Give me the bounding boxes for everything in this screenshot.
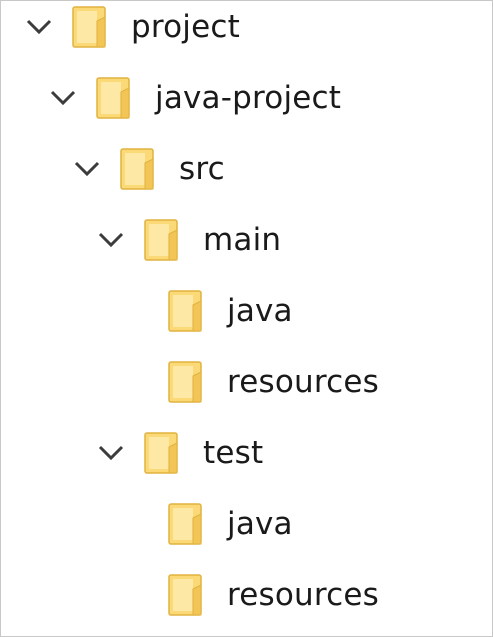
tree-item-label: resources [227,577,380,613]
folder-icon [95,74,135,122]
tree-item-resources[interactable]: resources [115,565,379,625]
chevron-down-icon[interactable] [43,78,83,118]
chevron-down-icon[interactable] [91,220,131,260]
tree-item-resources[interactable]: resources [115,352,379,412]
tree-item-label: java [227,293,293,329]
folder-icon [71,3,111,51]
chevron-down-icon[interactable] [67,149,107,189]
chevron-placeholder [115,362,155,402]
chevron-placeholder [115,504,155,544]
tree-item-java[interactable]: java [115,494,293,554]
chevron-placeholder [115,291,155,331]
tree-item-java-project[interactable]: java-project [43,68,341,128]
chevron-placeholder [115,575,155,615]
tree-item-project[interactable]: project [19,0,240,57]
tree-item-main[interactable]: main [91,210,281,270]
tree-item-test[interactable]: test [91,423,263,483]
folder-icon [167,571,207,619]
tree-item-src[interactable]: src [67,139,225,199]
tree-item-label: java-project [155,80,342,116]
tree-item-label: resources [227,364,380,400]
tree-item-label: project [131,9,240,45]
folder-icon [167,287,207,335]
tree-item-label: test [203,435,264,471]
folder-icon [143,216,183,264]
tree-item-label: src [179,151,225,187]
folder-icon [167,358,207,406]
tree-item-label: java [227,506,293,542]
folder-icon [143,429,183,477]
chevron-down-icon[interactable] [19,7,59,47]
chevron-down-icon[interactable] [91,433,131,473]
tree-item-java[interactable]: java [115,281,293,341]
tree-item-label: main [203,222,282,258]
folder-icon [167,500,207,548]
folder-icon [119,145,159,193]
